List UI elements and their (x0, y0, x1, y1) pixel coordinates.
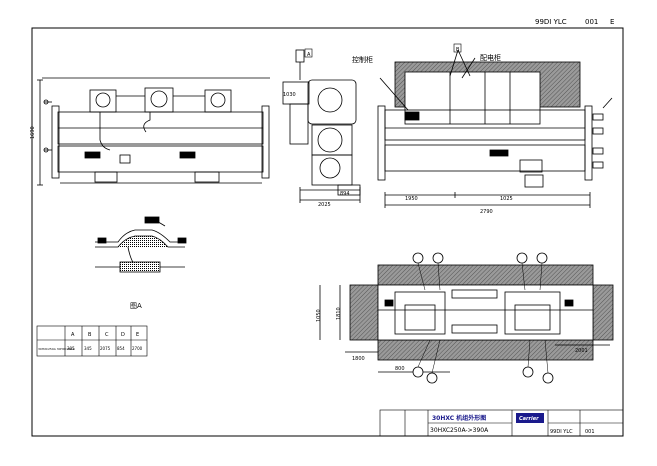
front-mid-dim: 1025 (500, 196, 513, 202)
front-height-dim: 1690 (30, 126, 36, 139)
table-row-model: 30HXC250A 30HXC290A (38, 347, 75, 351)
table-header-d: D (121, 332, 125, 338)
model-range: 30HXC250A->390A (430, 427, 489, 434)
drawing-code: 99DI YLC (535, 18, 567, 26)
table-cell-a: 305 (67, 346, 75, 351)
side-width-dim: 2025 (318, 202, 331, 208)
table-header-c: C (105, 332, 109, 338)
revision-letter: E (610, 18, 614, 26)
top-view (319, 252, 614, 384)
control-box-label: 控制柜 (352, 55, 373, 64)
callout-box-a (304, 48, 313, 58)
side-seg-dim: 894 (340, 191, 350, 197)
table-cell-e: 2700 (132, 346, 143, 351)
top-depth-dim: 1050 (316, 309, 322, 322)
spec-table (36, 325, 148, 357)
top-c-dim: 2001 (575, 348, 588, 354)
table-header-a: A (71, 332, 75, 338)
front-view (37, 77, 270, 186)
title-block-sheet: 001 (585, 429, 595, 435)
top-b-dim: 800 (395, 366, 405, 372)
front-width-dim: 2790 (480, 209, 493, 215)
side-view (282, 49, 361, 203)
side-height-dim: 1030 (283, 92, 296, 98)
brand-logo: Carrier (519, 416, 539, 422)
power-box-label: 配电柜 (480, 53, 501, 62)
table-header-b: B (88, 332, 92, 338)
drawing-title: 30HXC 机组外形图 (432, 414, 486, 422)
top-a-dim: 1800 (352, 356, 365, 362)
sheet-border (31, 27, 624, 437)
callout-box-b (453, 43, 462, 53)
table-cell-c: 2075 (100, 346, 111, 351)
top-width-dim: 1810 (336, 307, 342, 320)
detail-a (95, 216, 187, 273)
sheet-number: 001 (585, 18, 598, 26)
front-left-dim: 1950 (405, 196, 418, 202)
callout-a: A (307, 52, 311, 58)
table-cell-d: 854 (117, 346, 125, 351)
title-block-code: 99DI YLC (550, 429, 573, 435)
detail-a-label: 图A (130, 302, 142, 310)
table-cell-b: 345 (84, 346, 92, 351)
table-header-e: E (136, 332, 139, 338)
title-block (379, 409, 624, 437)
front-right-view (377, 49, 613, 208)
callout-b: B (456, 47, 460, 53)
